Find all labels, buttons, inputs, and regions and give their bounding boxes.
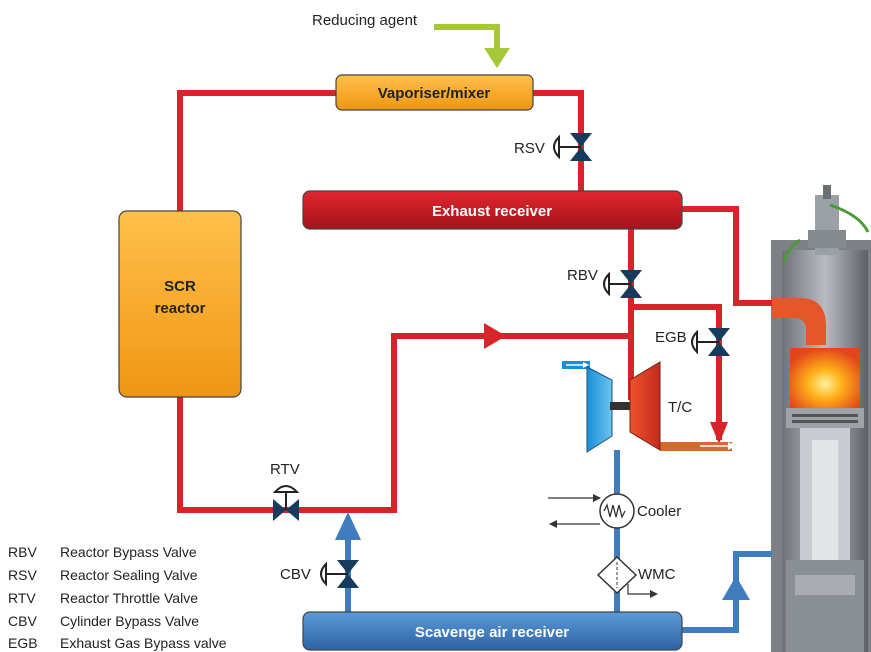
egb-valve: EGB (655, 328, 730, 356)
turbocharger-label: T/C (668, 399, 692, 416)
charge-air-cooler: Cooler (548, 493, 681, 529)
engine-cross-section (771, 185, 871, 652)
rsv-label: RSV (514, 140, 545, 157)
compressor-inlet (562, 361, 590, 369)
cbv-label: CBV (280, 566, 311, 583)
egb-label: EGB (655, 329, 687, 346)
reducing-agent-feed (434, 24, 510, 68)
exhaust-receiver: Exhaust receiver (302, 190, 683, 230)
rsv-valve: RSV (514, 133, 592, 161)
turbocharger: T/C (586, 361, 692, 453)
legend-desc: Reactor Sealing Valve (60, 567, 198, 583)
legend: RBV Reactor Bypass Valve RSV Reactor Sea… (8, 544, 227, 651)
rtv-label: RTV (270, 461, 300, 478)
reducing-agent-label: Reducing agent (312, 12, 418, 29)
scr-label-line1: SCR (164, 278, 196, 295)
compressor-wheel (586, 366, 613, 453)
scavenge-air-receiver: Scavenge air receiver (302, 611, 683, 651)
air-arrow-engine (722, 576, 750, 600)
legend-abbr: RTV (8, 590, 36, 606)
exhaust-receiver-label: Exhaust receiver (432, 203, 552, 220)
rtv-valve: RTV (270, 461, 300, 521)
exhaust-pipes (177, 90, 772, 513)
egb-arrow (710, 422, 728, 444)
scr-reactor: SCR reactor (118, 210, 242, 398)
air-arrow-up (335, 512, 361, 540)
scr-label-line2: reactor (155, 300, 206, 317)
vaporiser-label: Vaporiser/mixer (378, 85, 491, 102)
air-pipes (345, 450, 772, 633)
scavenge-receiver-label: Scavenge air receiver (415, 624, 569, 641)
legend-desc: Reactor Bypass Valve (60, 544, 197, 560)
cooler-label: Cooler (637, 503, 681, 520)
turbine-wheel (629, 361, 661, 451)
vaporiser-mixer: Vaporiser/mixer (335, 74, 534, 111)
rbv-label: RBV (567, 267, 598, 284)
legend-abbr: RBV (8, 544, 37, 560)
legend-abbr: EGB (8, 635, 38, 651)
legend-desc: Reactor Throttle Valve (60, 590, 198, 606)
legend-abbr: CBV (8, 613, 37, 629)
rbv-valve: RBV (567, 267, 642, 298)
flow-arrow (484, 323, 506, 349)
legend-desc: Exhaust Gas Bypass valve (60, 635, 227, 651)
legend-desc: Cylinder Bypass Valve (60, 613, 199, 629)
turbine-outlet (660, 442, 736, 451)
legend-abbr: RSV (8, 567, 37, 583)
wmc-label: WMC (638, 566, 676, 583)
water-mist-catcher: WMC (596, 555, 676, 598)
cbv-valve: CBV (280, 560, 359, 588)
